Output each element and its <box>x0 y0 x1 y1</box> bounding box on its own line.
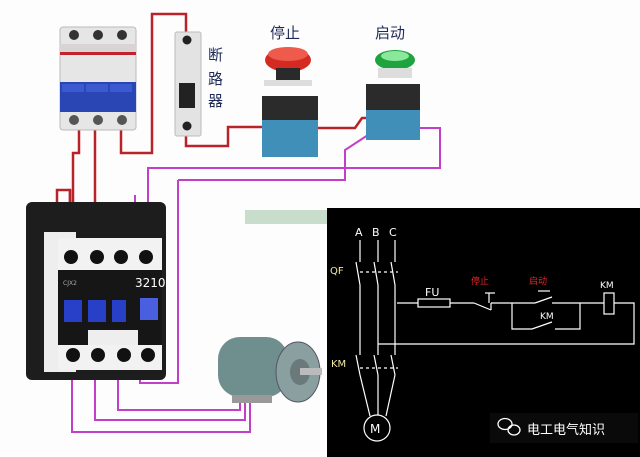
contactor-model: 3210 <box>135 276 166 290</box>
coil-label: KM <box>600 281 614 291</box>
stop-button <box>262 47 318 157</box>
aux-contact-label: KM <box>540 312 554 322</box>
three-pole-breaker <box>59 26 137 131</box>
phase-a-label: A <box>355 226 363 239</box>
breaker-label: 断 路 器 <box>208 46 223 110</box>
fu-label: FU <box>425 286 439 299</box>
start-button <box>366 50 420 140</box>
phase-b-label: B <box>372 226 380 239</box>
phase-c-label: C <box>389 226 397 239</box>
wechat-icon <box>497 417 521 436</box>
motor <box>218 337 322 403</box>
single-pole-breaker <box>174 31 202 137</box>
start-label: 启动 <box>375 24 405 42</box>
contactor-brand: CJX2 <box>63 280 77 287</box>
schematic-stop-label: 停止 <box>471 275 489 287</box>
motor-symbol-label: M <box>370 422 380 436</box>
km-main-label: KM <box>331 359 346 370</box>
stop-label: 停止 <box>270 24 300 42</box>
watermark-text: 电工电气知识 <box>527 422 605 438</box>
contactor <box>26 202 166 380</box>
svg-text:器: 器 <box>208 92 223 110</box>
svg-text:路: 路 <box>208 70 223 88</box>
watermark: 电工电气知识 <box>490 413 638 443</box>
schematic-start-label: 启动 <box>529 275 547 287</box>
qf-label: QF <box>330 266 344 277</box>
svg-text:断: 断 <box>208 46 223 64</box>
